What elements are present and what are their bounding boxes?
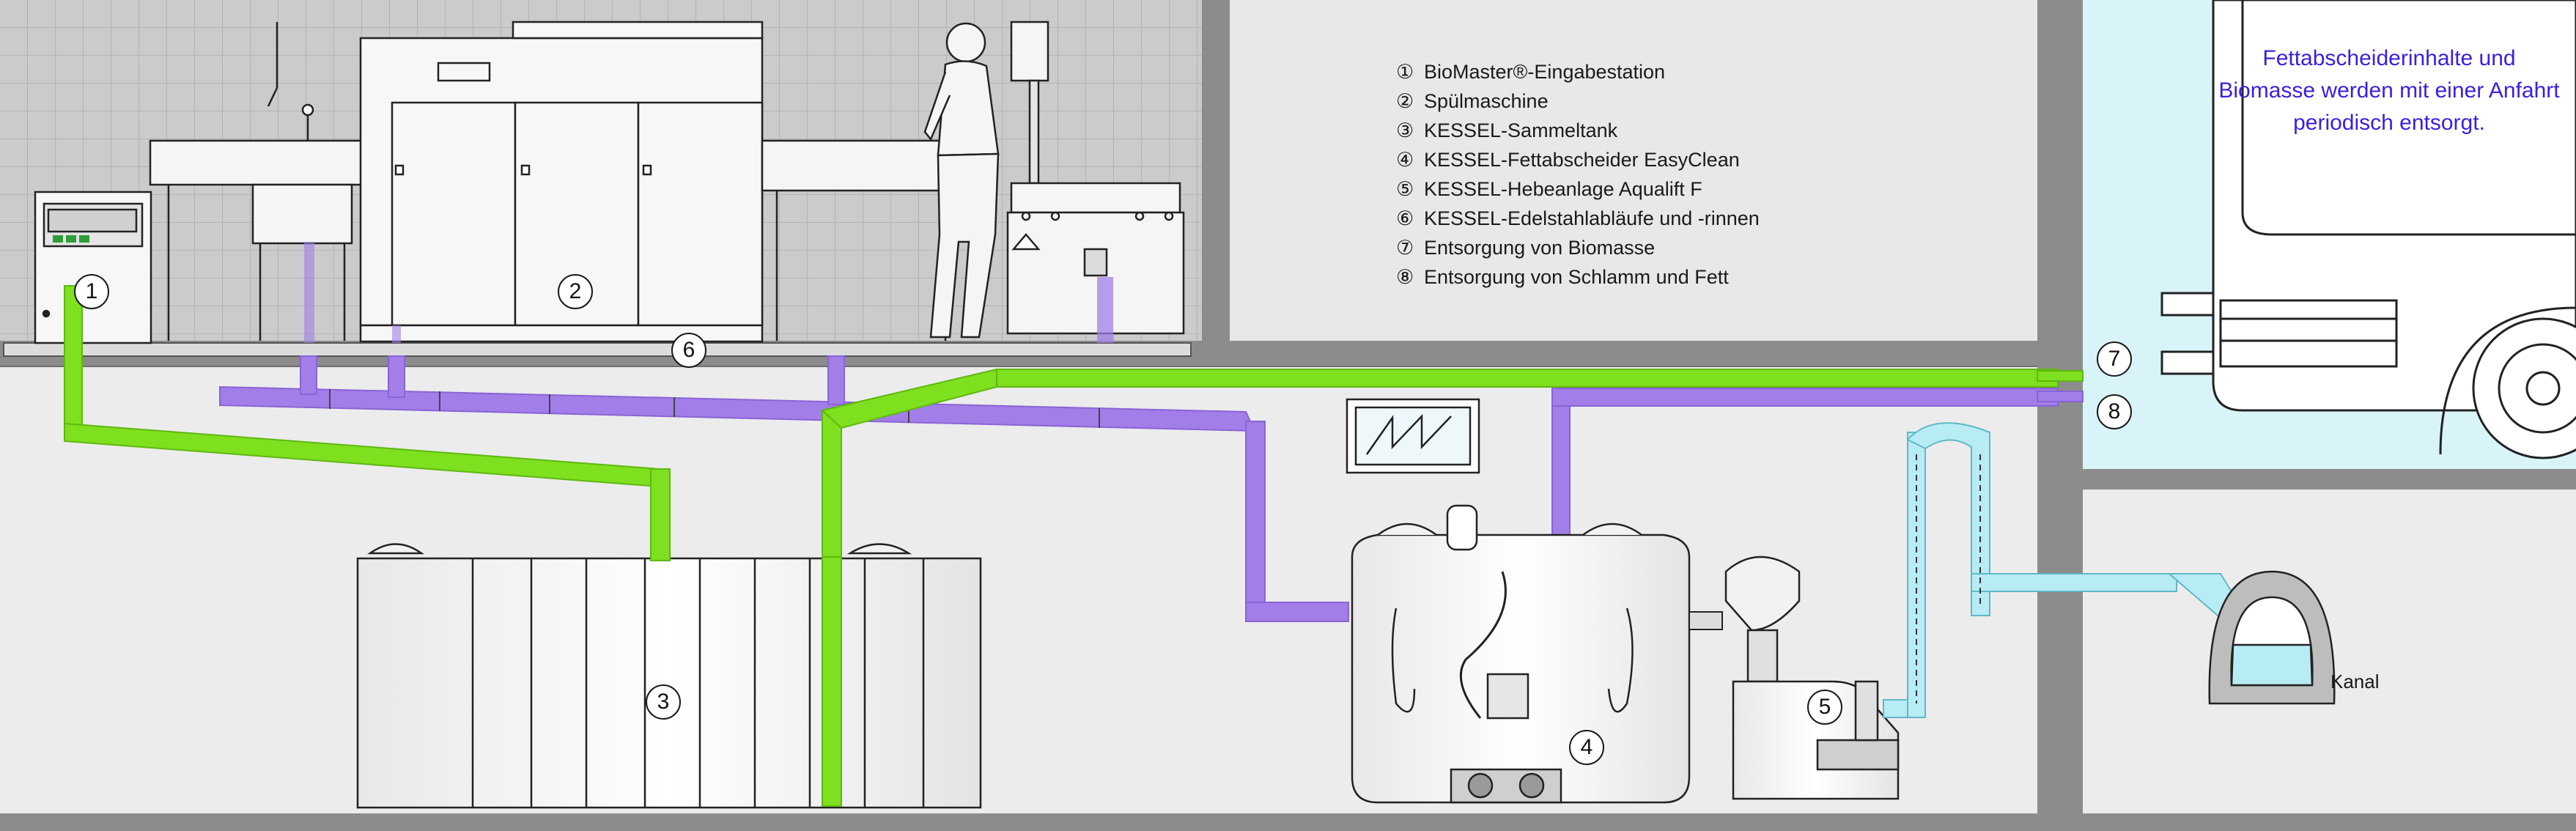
kanal-label: Kanal bbox=[2330, 671, 2380, 692]
callout-5-lifting-station: 5 bbox=[1807, 690, 1842, 725]
street-slab bbox=[2083, 469, 2576, 490]
legend-text: KESSEL-Sammeltank bbox=[1424, 119, 1618, 141]
legend-item-1: ① BioMaster®-Eingabestation bbox=[1396, 57, 1760, 86]
dish-table bbox=[761, 139, 962, 341]
truck-note: Fettabscheiderinhalte und Biomasse werde… bbox=[2218, 46, 2560, 135]
grease-pipe bbox=[219, 355, 2059, 622]
legend-item-6: ⑥ KESSEL-Edelstahlabläufe und -rinnen bbox=[1396, 204, 1760, 233]
legend-text: KESSEL-Fettabscheider EasyClean bbox=[1424, 149, 1740, 171]
legend-number: ⑦ bbox=[1396, 237, 1414, 259]
legend-number: ⑥ bbox=[1396, 207, 1414, 229]
callout-4-grease-separator: 4 bbox=[1569, 730, 1604, 765]
basement-floor bbox=[0, 813, 2576, 831]
legend-text: BioMaster®-Eingabestation bbox=[1424, 61, 1666, 83]
legend-item-5: ⑤ KESSEL-Hebeanlage Aqualift F bbox=[1396, 174, 1760, 204]
legend-number: ③ bbox=[1396, 119, 1414, 141]
range-drain-stream bbox=[1097, 277, 1113, 343]
legend-number: ④ bbox=[1396, 149, 1414, 171]
legend-text: Spülmaschine bbox=[1424, 90, 1549, 112]
biomaster-station bbox=[34, 191, 152, 344]
legend-text: KESSEL-Hebeanlage Aqualift F bbox=[1424, 178, 1702, 200]
sink-counter bbox=[149, 22, 364, 341]
cooking-range bbox=[1006, 21, 1185, 335]
grease-separator bbox=[1351, 504, 1691, 804]
worker-figure bbox=[923, 22, 1000, 339]
callout-3-collection-tank: 3 bbox=[646, 684, 681, 720]
dishwasher bbox=[359, 21, 764, 343]
legend: ① BioMaster®-Eingabestation ② Spülmaschine… bbox=[1396, 57, 1760, 292]
basement-window bbox=[1346, 398, 1480, 474]
kitchen-wall-right bbox=[1202, 0, 1230, 341]
callout-6-floor-drains: 6 bbox=[671, 333, 706, 368]
legend-item-2: ② Spülmaschine bbox=[1396, 86, 1760, 116]
legend-text: Entsorgung von Schlamm und Fett bbox=[1424, 266, 1729, 288]
legend-item-7: ⑦ Entsorgung von Biomasse bbox=[1396, 233, 1760, 262]
legend-item-4: ④ KESSEL-Fettabscheider EasyClean bbox=[1396, 145, 1760, 174]
callout-8-grease-disposal: 8 bbox=[2097, 394, 2132, 429]
basement-room bbox=[0, 366, 2037, 813]
legend-item-8: ⑧ Entsorgung von Schlamm und Fett bbox=[1396, 262, 1760, 292]
callout-2-dishwasher: 2 bbox=[558, 274, 593, 309]
collection-tank bbox=[356, 543, 982, 809]
stainless-floor-gutter bbox=[3, 342, 1192, 357]
legend-number: ⑧ bbox=[1396, 266, 1414, 288]
sewer-channel bbox=[2208, 570, 2336, 705]
pipe-couplings bbox=[329, 389, 1100, 428]
legend-item-3: ③ KESSEL-Sammeltank bbox=[1396, 116, 1760, 145]
upper-room-wall bbox=[1230, 0, 2037, 341]
disposal-truck bbox=[2160, 0, 2576, 459]
legend-number: ② bbox=[1396, 90, 1414, 112]
legend-number: ① bbox=[1396, 61, 1414, 83]
legend-number: ⑤ bbox=[1396, 178, 1414, 200]
callout-1-biomaster: 1 bbox=[74, 274, 109, 309]
legend-text: Entsorgung von Biomasse bbox=[1424, 237, 1656, 259]
lifting-station bbox=[1724, 555, 1900, 800]
legend-text: KESSEL-Edelstahlabläufe und -rinnen bbox=[1424, 207, 1760, 229]
callout-7-biomass-disposal: 7 bbox=[2097, 341, 2132, 377]
